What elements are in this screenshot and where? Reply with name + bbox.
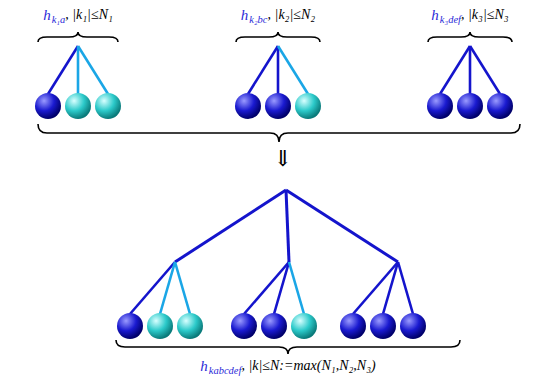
tree-branch — [175, 262, 190, 314]
formula-label: h — [43, 6, 51, 24]
tree-branch — [469, 46, 472, 94]
leaf-ball — [65, 93, 91, 119]
leaf-ball — [427, 93, 453, 119]
tree-branch — [160, 262, 175, 314]
tree-branch — [289, 262, 304, 314]
formula-label: , |k|≤N:=max(N₁,N₂,N₃) — [241, 357, 375, 375]
leaf-ball — [35, 93, 61, 119]
leaf-ball — [457, 93, 483, 119]
curly-brace — [428, 32, 512, 42]
formula-label: , |k₂|≤N₂ — [268, 6, 316, 24]
leaf-ball — [291, 313, 317, 339]
leaf-ball — [295, 93, 321, 119]
curly-brace — [38, 124, 520, 142]
curly-brace — [116, 340, 460, 354]
leaf-ball — [95, 93, 121, 119]
tree-branch — [286, 190, 398, 262]
merged-tree — [117, 190, 426, 339]
subscript-label: k₂bc — [249, 11, 267, 29]
tree-branch — [470, 46, 500, 94]
leaf-ball — [340, 313, 366, 339]
tree-branch — [78, 46, 108, 94]
tree-branch — [77, 46, 80, 94]
leaf-ball — [400, 313, 426, 339]
tree-branch — [274, 262, 289, 314]
tree-branch — [383, 262, 398, 314]
tree-branch — [175, 190, 286, 262]
tree-branch — [278, 46, 308, 94]
tree-branch — [286, 190, 289, 262]
formula-label: , |k₁|≤N₁ — [65, 6, 113, 24]
subscript-label: k₃def — [440, 11, 461, 29]
small-trees — [35, 46, 513, 119]
leaf-ball — [177, 313, 203, 339]
curly-brace — [236, 32, 320, 42]
formula-label: , |k₃|≤N₃ — [461, 6, 509, 24]
tree-branch — [440, 46, 470, 94]
leaf-ball — [147, 313, 173, 339]
implies-arrow: ⇓ — [274, 147, 292, 171]
tree-branch — [48, 46, 78, 94]
curly-brace — [38, 32, 118, 42]
leaf-ball — [487, 93, 513, 119]
tree-branch — [277, 46, 280, 94]
tree-branch — [248, 46, 278, 94]
formula-label: h — [431, 6, 439, 24]
leaf-ball — [117, 313, 143, 339]
subscript-label: k₁a — [52, 11, 66, 29]
tree-branch — [244, 262, 289, 314]
formula-label: h — [241, 6, 249, 24]
subscript-label: kabcdef — [209, 362, 242, 380]
formula-label: h — [200, 357, 208, 375]
leaf-ball — [261, 313, 287, 339]
leaf-ball — [370, 313, 396, 339]
leaf-ball — [231, 313, 257, 339]
tree-branch — [130, 262, 175, 314]
leaf-ball — [265, 93, 291, 119]
tree-branch — [353, 262, 398, 314]
tree-branch — [398, 262, 413, 314]
leaf-ball — [235, 93, 261, 119]
